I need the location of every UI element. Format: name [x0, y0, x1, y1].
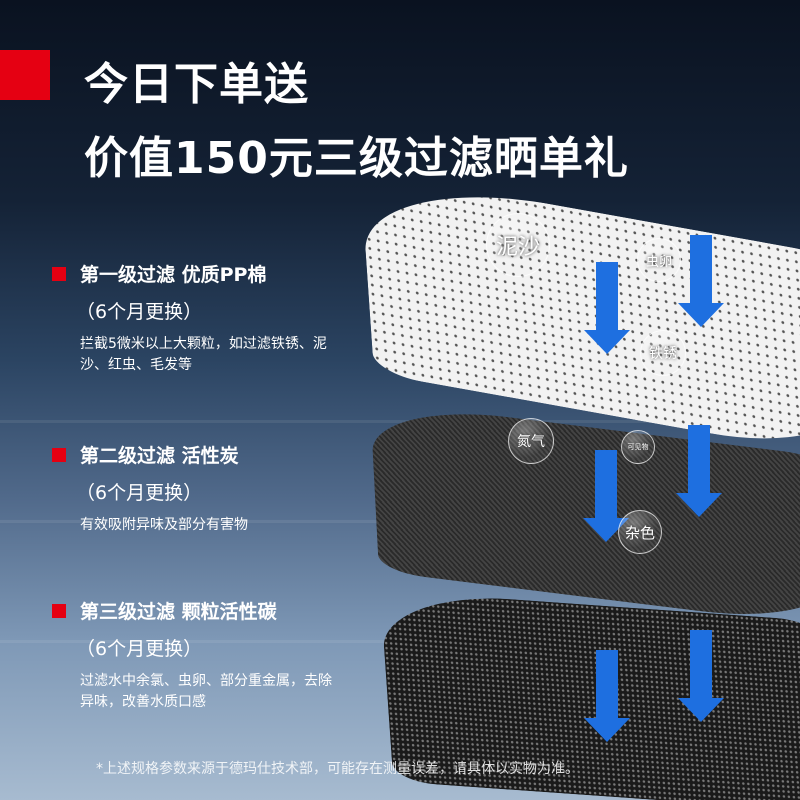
- footnote: *上述规格参数来源于德玛仕技术部，可能存在测量误差，请具体以实物为准。: [96, 761, 579, 777]
- stage-desc: 拦截5微米以上大颗粒，如过滤铁锈、泥沙、红虫、毛发等: [80, 336, 327, 373]
- headline-line1: 今日下单送: [84, 59, 309, 110]
- down-arrow-icon: [583, 450, 629, 542]
- bubble-visible: 可见物: [621, 430, 655, 464]
- red-bullet-icon: [52, 266, 66, 281]
- bubble-eggs: 虫卵: [637, 238, 681, 282]
- stage-3-section: 第三级过滤 颗粒活性碳 （6个月更换） 过滤水中余氯、虫卵、部分重金属，去除异味…: [52, 597, 340, 713]
- down-arrow-icon: [678, 235, 724, 327]
- stage-title: 第一级过滤 优质PP棉: [80, 264, 267, 286]
- headline-line2: 价值150元三级过滤晒单礼: [84, 133, 629, 184]
- pp-cotton-layer: [360, 170, 800, 459]
- red-square-marker: [0, 50, 50, 100]
- down-arrow-icon: [676, 425, 722, 517]
- bubble-color: 杂色: [618, 510, 662, 554]
- stage-period: （6个月更换）: [76, 301, 203, 323]
- bubble-gas: 氮气: [508, 418, 554, 464]
- stage-title: 第二级过滤 活性炭: [80, 445, 239, 467]
- stage-title: 第三级过滤 颗粒活性碳: [80, 601, 277, 623]
- down-arrow-icon: [584, 650, 630, 742]
- stage-desc: 有效吸附异味及部分有害物: [80, 517, 248, 533]
- stage-1-section: 第一级过滤 优质PP棉 （6个月更换） 拦截5微米以上大颗粒，如过滤铁锈、泥沙、…: [52, 260, 350, 376]
- stage-period: （6个月更换）: [76, 482, 203, 504]
- stage-period: （6个月更换）: [76, 638, 203, 660]
- red-bullet-icon: [52, 447, 66, 462]
- down-arrow-icon: [678, 630, 724, 722]
- stage-desc: 过滤水中余氯、虫卵、部分重金属，去除异味，改善水质口感: [80, 673, 332, 710]
- red-bullet-icon: [52, 603, 66, 618]
- stage-2-section: 第二级过滤 活性炭 （6个月更换） 有效吸附异味及部分有害物: [52, 441, 350, 536]
- bubble-rust: 铁锈: [640, 330, 686, 376]
- bubble-sediment: 泥沙: [486, 213, 550, 277]
- down-arrow-icon: [584, 262, 630, 354]
